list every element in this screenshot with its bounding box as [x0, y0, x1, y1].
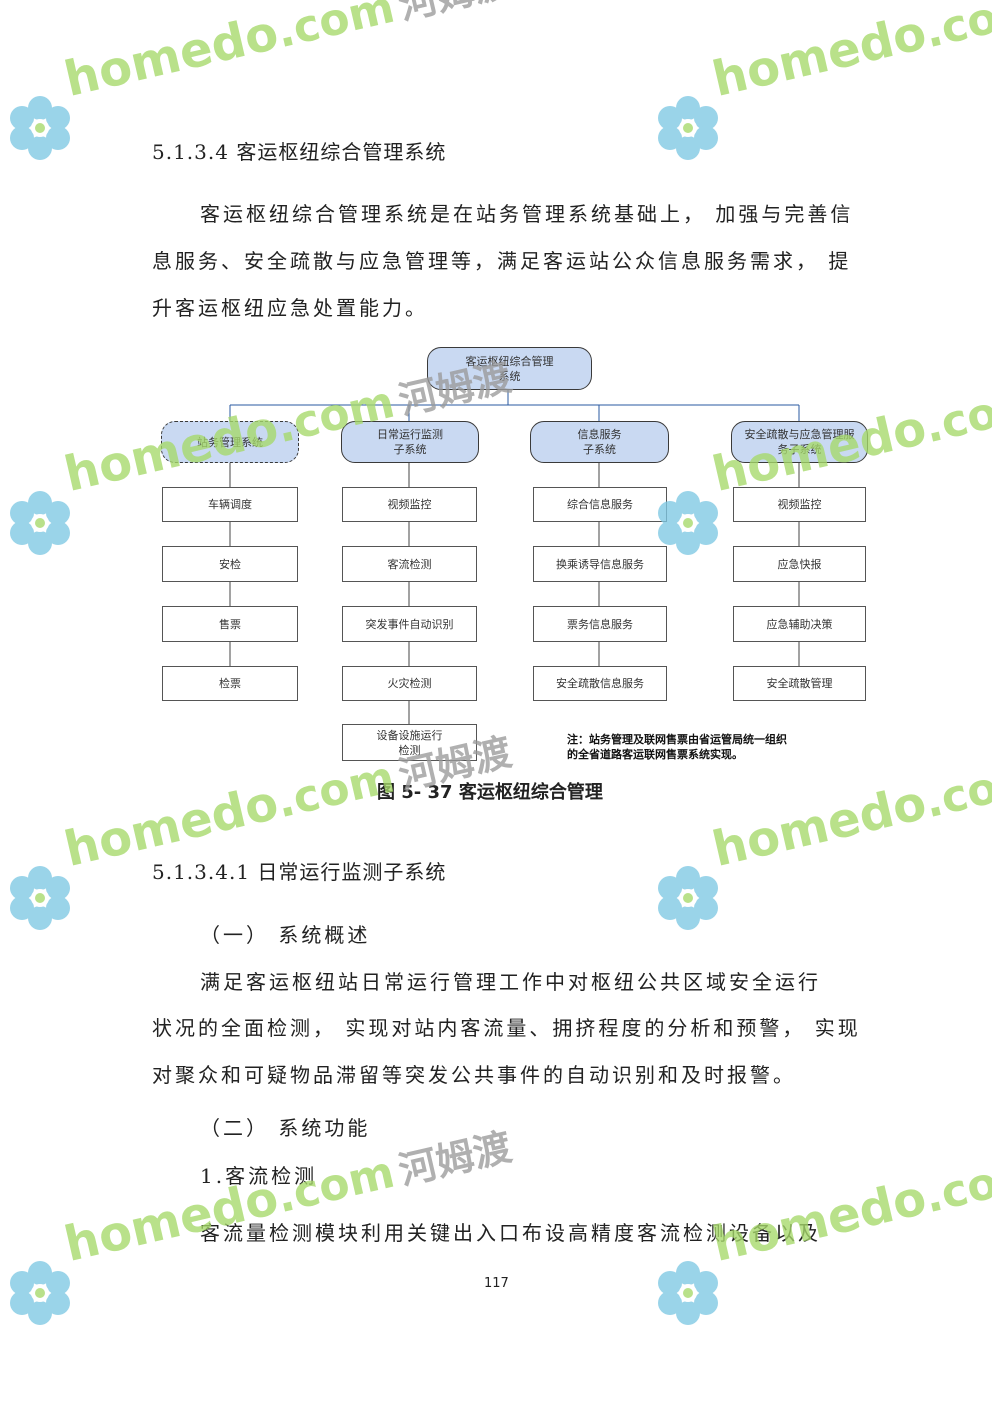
diagram-node: 检票 [162, 666, 298, 701]
column-header-daily-monitor: 日常运行监测子系统 [341, 421, 479, 463]
column-header-label: 子系统 [583, 443, 616, 456]
diagram-node: 安全疏散信息服务 [533, 666, 667, 701]
diagram-node: 综合信息服务 [533, 487, 667, 522]
last-paragraph-line: 客流量检测模块利用关键出入口布设高精度客流检测设备以及 [200, 1221, 821, 1245]
column-header-label: 务子系统 [777, 443, 822, 456]
overview-heading: （一） 系统概述 [200, 923, 371, 947]
diagram-node: 应急辅助决策 [733, 606, 866, 642]
root-label-line-1: 客运枢纽综合管理 [465, 354, 554, 368]
intro-line-1: 客运枢纽综合管理系统是在站务管理系统基础上， 加强与完善信 [200, 202, 854, 226]
overview-line-2: 状况的全面检测， 实现对站内客流量、拥挤程度的分析和预警， 实现 [152, 1016, 861, 1040]
diagram-note: 注：站务管理及联网售票由省运管局统一组织 的全省道路客运联网售票系统实现。 [567, 732, 787, 762]
subsection-heading: 5.1.3.4.1 日常运行监测子系统 [152, 860, 447, 884]
diagram-node: 火灾检测 [342, 666, 477, 701]
function-heading: （二） 系统功能 [200, 1116, 371, 1140]
diagram-node: 车辆调度 [162, 487, 298, 522]
diagram-node: 视频监控 [733, 487, 866, 522]
overview-line-3: 对聚众和可疑物品滞留等突发公共事件的自动识别和及时报警。 [152, 1063, 796, 1087]
diagram-node: 安全疏散管理 [733, 666, 866, 701]
equipment-label-line-2: 检测 [398, 743, 421, 757]
diagram-node: 应急快报 [733, 546, 866, 582]
diagram-node-equipment: 设备设施运行检测 [342, 724, 477, 761]
column-header-label: 站务管理系统 [197, 435, 263, 449]
overview-line-1: 满足客运枢纽站日常运行管理工作中对枢纽公共区域安全运行 [200, 970, 821, 994]
diagram-root-node: 客运枢纽综合管理系统 [427, 347, 592, 390]
intro-line-3: 升客运枢纽应急处置能力。 [152, 296, 428, 320]
column-header-station: 站务管理系统 [161, 421, 299, 463]
diagram-node: 视频监控 [342, 487, 477, 522]
intro-line-2: 息服务、安全疏散与应急管理等，满足客运站公众信息服务需求， 提 [152, 249, 852, 273]
equipment-label-line-1: 设备设施运行 [376, 728, 443, 742]
root-label-line-2: 系统 [498, 369, 521, 383]
diagram-node: 票务信息服务 [533, 606, 667, 642]
column-header-info-service: 信息服务子系统 [530, 421, 669, 463]
figure-caption: 图 5- 37 客运枢纽综合管理 [377, 782, 603, 803]
section-heading: 5.1.3.4 客运枢纽综合管理系统 [152, 140, 447, 164]
diagram-node: 突发事件自动识别 [342, 606, 477, 642]
note-line-1: 注：站务管理及联网售票由省运管局统一组织 [567, 733, 787, 746]
column-header-emergency: 安全疏散与应急管理服务子系统 [731, 421, 868, 463]
note-line-2: 的全省道路客运联网售票系统实现。 [567, 748, 743, 761]
page-number: 117 [484, 1276, 509, 1291]
diagram-node: 换乘诱导信息服务 [533, 546, 667, 582]
column-header-label: 日常运行监测 [377, 428, 443, 441]
diagram-node: 安检 [162, 546, 298, 582]
item-heading: 1.客流检测 [200, 1164, 318, 1188]
column-header-label: 信息服务 [577, 428, 622, 441]
diagram-node: 客流检测 [342, 546, 477, 582]
column-header-label: 安全疏散与应急管理服 [744, 428, 855, 441]
column-header-label: 子系统 [393, 443, 427, 456]
diagram-node: 售票 [162, 606, 298, 642]
